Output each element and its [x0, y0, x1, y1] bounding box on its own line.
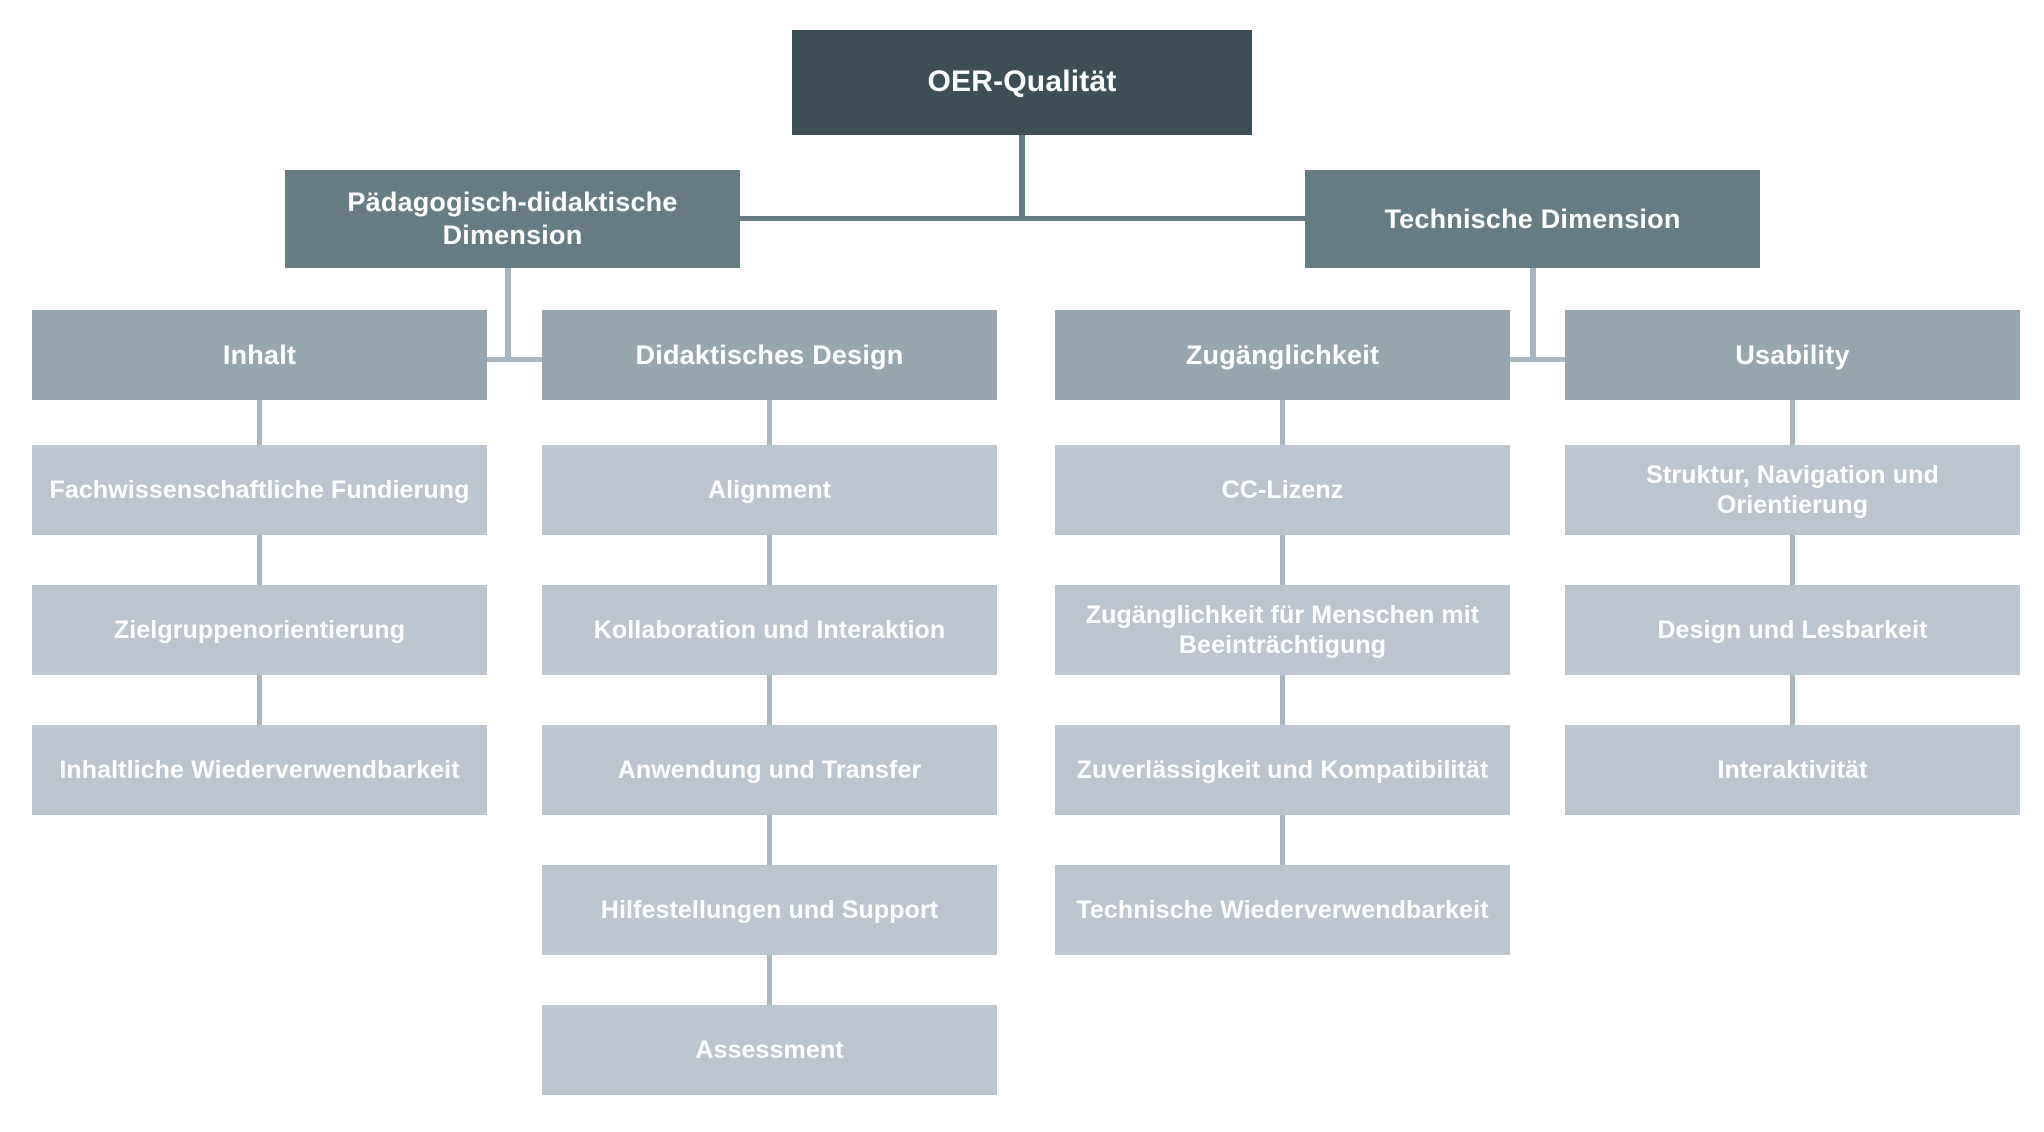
node-leaf-fachwissenschaftliche-fundierung[interactable]: Fachwissenschaftliche Fundierung [32, 445, 487, 535]
connector-root-stem [1019, 135, 1025, 219]
connector-dim-left-stem [505, 268, 511, 362]
node-leaf-cc-lizenz[interactable]: CC-Lizenz [1055, 445, 1510, 535]
node-category-zugaenglichkeit[interactable]: Zugänglichkeit [1055, 310, 1510, 400]
node-category-usability[interactable]: Usability [1565, 310, 2020, 400]
node-category-inhalt[interactable]: Inhalt [32, 310, 487, 400]
node-leaf-zugaenglichkeit-fuer-menschen-mit-beeintraechtigung[interactable]: Zugänglichkeit für Menschen mit Beeinträ… [1055, 585, 1510, 675]
node-dimension-technisch[interactable]: Technische Dimension [1305, 170, 1760, 268]
node-category-didaktisches-design[interactable]: Didaktisches Design [542, 310, 997, 400]
node-leaf-assessment[interactable]: Assessment [542, 1005, 997, 1095]
node-leaf-hilfestellungen-und-support[interactable]: Hilfestellungen und Support [542, 865, 997, 955]
connector-column-2-spine [767, 400, 772, 1010]
connector-column-4-spine [1790, 400, 1795, 730]
node-leaf-alignment[interactable]: Alignment [542, 445, 997, 535]
connector-dim-right-bus [1495, 357, 1575, 362]
node-leaf-anwendung-und-transfer[interactable]: Anwendung und Transfer [542, 725, 997, 815]
node-leaf-zuverlaessigkeit-und-kompatibilitaet[interactable]: Zuverlässigkeit und Kompatibilität [1055, 725, 1510, 815]
connector-dim-right-stem [1530, 268, 1536, 362]
node-leaf-inhaltliche-wiederverwendbarkeit[interactable]: Inhaltliche Wiederverwendbarkeit [32, 725, 487, 815]
node-leaf-technische-wiederverwendbarkeit[interactable]: Technische Wiederverwendbarkeit [1055, 865, 1510, 955]
node-dimension-paedagogisch-didaktisch[interactable]: Pädagogisch-didaktische Dimension [285, 170, 740, 268]
node-leaf-struktur-navigation-und-orientierung[interactable]: Struktur, Navigation und Orientierung [1565, 445, 2020, 535]
node-leaf-interaktivitaet[interactable]: Interaktivität [1565, 725, 2020, 815]
connector-column-1-spine [257, 400, 262, 730]
node-leaf-zielgruppenorientierung[interactable]: Zielgruppenorientierung [32, 585, 487, 675]
connector-root-bus [563, 216, 1483, 221]
connector-dim-left-bus [470, 357, 550, 362]
node-root-oer-qualitaet[interactable]: OER-Qualität [792, 30, 1252, 135]
node-leaf-kollaboration-und-interaktion[interactable]: Kollaboration und Interaktion [542, 585, 997, 675]
node-leaf-design-und-lesbarkeit[interactable]: Design und Lesbarkeit [1565, 585, 2020, 675]
